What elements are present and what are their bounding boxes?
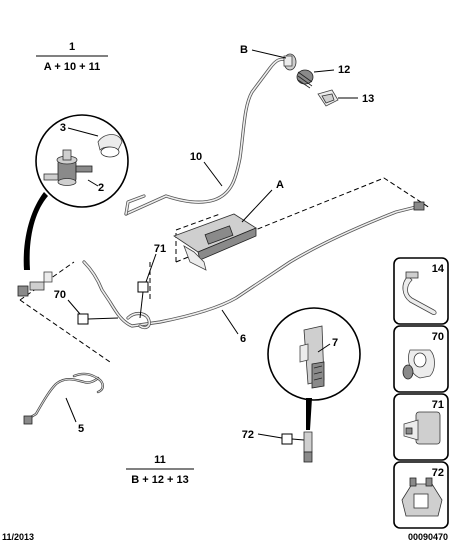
leader-7: [317, 343, 331, 353]
panel-72-label: 72: [432, 467, 444, 479]
detail-pointer: [23, 192, 48, 270]
valve-mount-left: [17, 271, 53, 297]
side-panel-72: 72: [393, 461, 449, 529]
detail-circle-border: [35, 114, 129, 208]
side-panel-71: 71: [393, 393, 449, 461]
label-5: 5: [78, 423, 84, 435]
panel-70-label: 70: [432, 331, 444, 343]
label-71: 71: [154, 243, 166, 255]
label-10: 10: [190, 151, 202, 163]
part-13: [317, 89, 339, 107]
connector-B: [283, 53, 297, 71]
label-6: 6: [240, 333, 246, 345]
wiring-harness-5: [23, 372, 104, 425]
leader-72: [257, 433, 283, 439]
bracket-part-3: [97, 134, 123, 158]
bracket-part-A: [173, 213, 257, 271]
callout-11-number: 11: [154, 454, 166, 466]
group-callout-11: 11 B + 12 + 13: [126, 454, 194, 486]
label-72: 72: [242, 429, 254, 441]
leader-10: [203, 161, 223, 187]
detail-7-pointer: [306, 398, 312, 430]
valve-part-2: [43, 149, 93, 186]
clip-detail-circle: 7: [267, 307, 361, 401]
cable-tie-icon: [402, 275, 437, 315]
side-panel-70: 70: [393, 325, 449, 393]
label-2: 2: [98, 182, 104, 194]
leader-B: [251, 49, 287, 59]
pipe-clip-icon: [402, 349, 435, 380]
side-panel-14: 14: [393, 257, 449, 325]
panel-14-label: 14: [432, 263, 445, 275]
leader-70: [67, 299, 81, 315]
clip-tag-70: [77, 313, 119, 325]
label-13: 13: [362, 93, 374, 105]
label-70: 70: [54, 289, 66, 301]
label-A: A: [276, 179, 284, 191]
callout-1-formula: A + 10 + 11: [44, 61, 100, 73]
pipe-6: [82, 204, 422, 330]
clip-tag-71: [137, 281, 149, 319]
leader-5: [65, 397, 77, 423]
callout-1-number: 1: [69, 41, 75, 53]
leader-12: [313, 69, 335, 73]
leader-2: [87, 179, 99, 187]
valve-detail-circle: 3 2: [35, 114, 129, 208]
label-3: 3: [60, 122, 66, 134]
leader-71: [145, 253, 157, 283]
group-callout-1: 1 A + 10 + 11: [36, 41, 108, 73]
pipe-end-connector: [413, 201, 425, 211]
footer-reference: 00090470: [408, 532, 448, 542]
clip-part-7: [299, 325, 325, 389]
leader-6: [221, 309, 239, 335]
label-7: 7: [332, 337, 338, 349]
clip-part-72-install: [281, 431, 313, 463]
callout-11-formula: B + 12 + 13: [131, 474, 189, 486]
label-12: 12: [338, 64, 350, 76]
leader-3: [67, 127, 99, 137]
pipe-10: [124, 57, 288, 216]
retainer-clip-icon: [401, 477, 443, 517]
label-B: B: [240, 44, 248, 56]
panel-71-label: 71: [432, 399, 444, 411]
leader-A: [241, 189, 273, 223]
footer-date: 11/2013: [2, 532, 34, 542]
push-clip-icon: [403, 411, 441, 445]
part-12: [296, 69, 314, 89]
